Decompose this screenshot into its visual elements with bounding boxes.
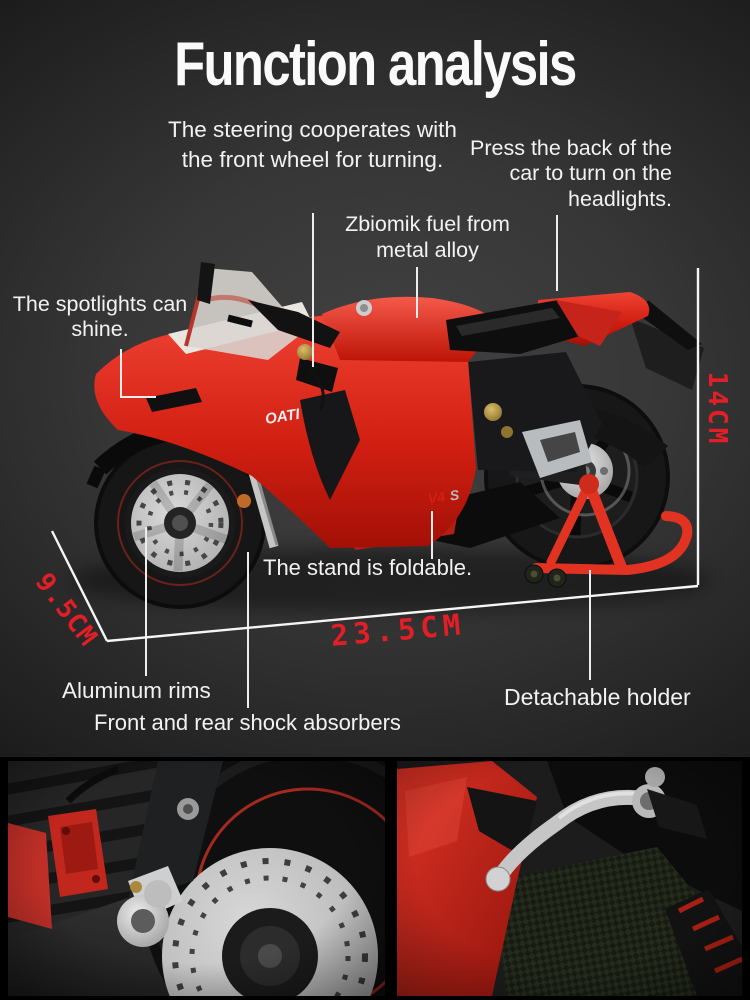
svg-text:S: S (449, 486, 461, 503)
detail-photos (0, 757, 750, 1000)
callout-headlights: Press the back of the car to turn on the… (470, 136, 672, 211)
callout-steering: The steering cooperates with the front w… (168, 117, 457, 172)
callout-shock-absorbers: Front and rear shock absorbers (94, 710, 401, 735)
fairing-decal: OATI (264, 406, 302, 428)
callout-rims: Aluminum rims (62, 678, 211, 703)
model-decal: V4 S (427, 486, 461, 506)
rear-stand (524, 474, 693, 588)
motorcycle-illustration: OATI (70, 262, 710, 612)
page-title: Function analysis (0, 34, 750, 96)
main-photo-area: OATI (0, 0, 750, 757)
front-wheel (94, 437, 266, 609)
tank-and-tail (322, 292, 650, 362)
measurement-lines (50, 268, 700, 643)
callout-holder: Detachable holder (504, 684, 691, 710)
detail-photo-front-wheel (8, 761, 385, 996)
callout-stand: The stand is foldable. (263, 555, 473, 580)
motorcycle-scene: OATI (50, 213, 710, 708)
dimension-height-label: 14CM (702, 371, 732, 447)
fairing: OATI (94, 302, 476, 550)
callout-spotlights: The spotlights can shine. (12, 292, 188, 342)
front-wheel-closeup (8, 761, 385, 996)
detail-photo-brake-lever (397, 761, 742, 996)
windscreen-and-bars (184, 262, 340, 411)
page-title-text: Function analysis (174, 30, 577, 99)
svg-text:V4: V4 (427, 488, 446, 506)
callout-fuel-tank: Zbiomik fuel from metal alloy (345, 212, 510, 262)
leader-lines (120, 213, 591, 708)
brake-lever-closeup (397, 761, 742, 996)
